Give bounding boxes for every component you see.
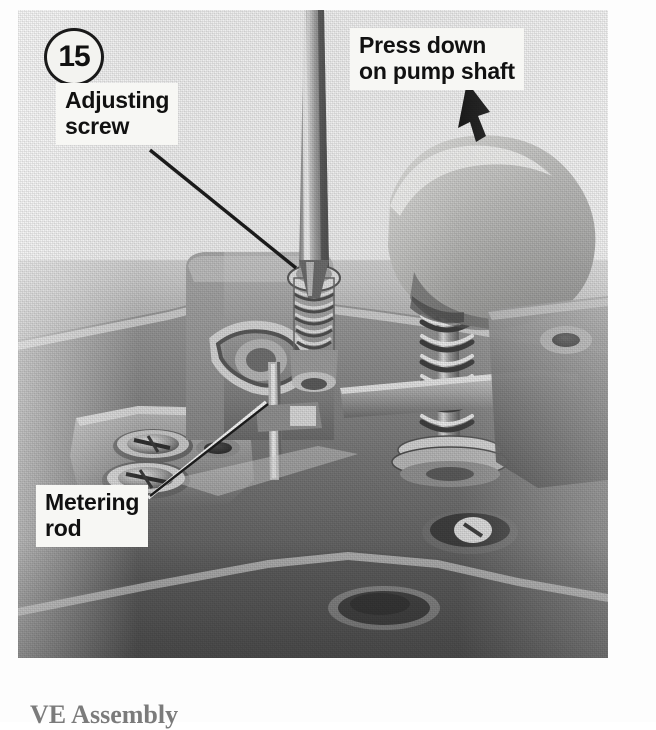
callout-adjusting-screw-line2: screw	[65, 113, 130, 140]
leader-line-adjusting-screw	[148, 148, 298, 270]
leader-line-metering-rod	[149, 403, 269, 497]
callout-adjusting-screw: Adjusting screw	[56, 83, 179, 146]
callout-metering-rod: Metering rod	[36, 485, 149, 548]
callout-press-pump-line2: on pump shaft	[359, 58, 515, 85]
step-number-badge: 15	[44, 28, 104, 86]
callout-metering-rod-line1: Metering	[45, 489, 140, 515]
bottom-caption: VE Assembly	[30, 700, 179, 729]
callout-press-down-on-pump-shaft: Press down on pump shaft	[350, 28, 524, 91]
callout-adjusting-screw-line1: Adjusting	[65, 87, 170, 113]
callout-metering-rod-line2: rod	[45, 515, 82, 542]
callout-press-pump-line1: Press down	[359, 32, 487, 58]
arrow-press-down	[458, 82, 490, 142]
